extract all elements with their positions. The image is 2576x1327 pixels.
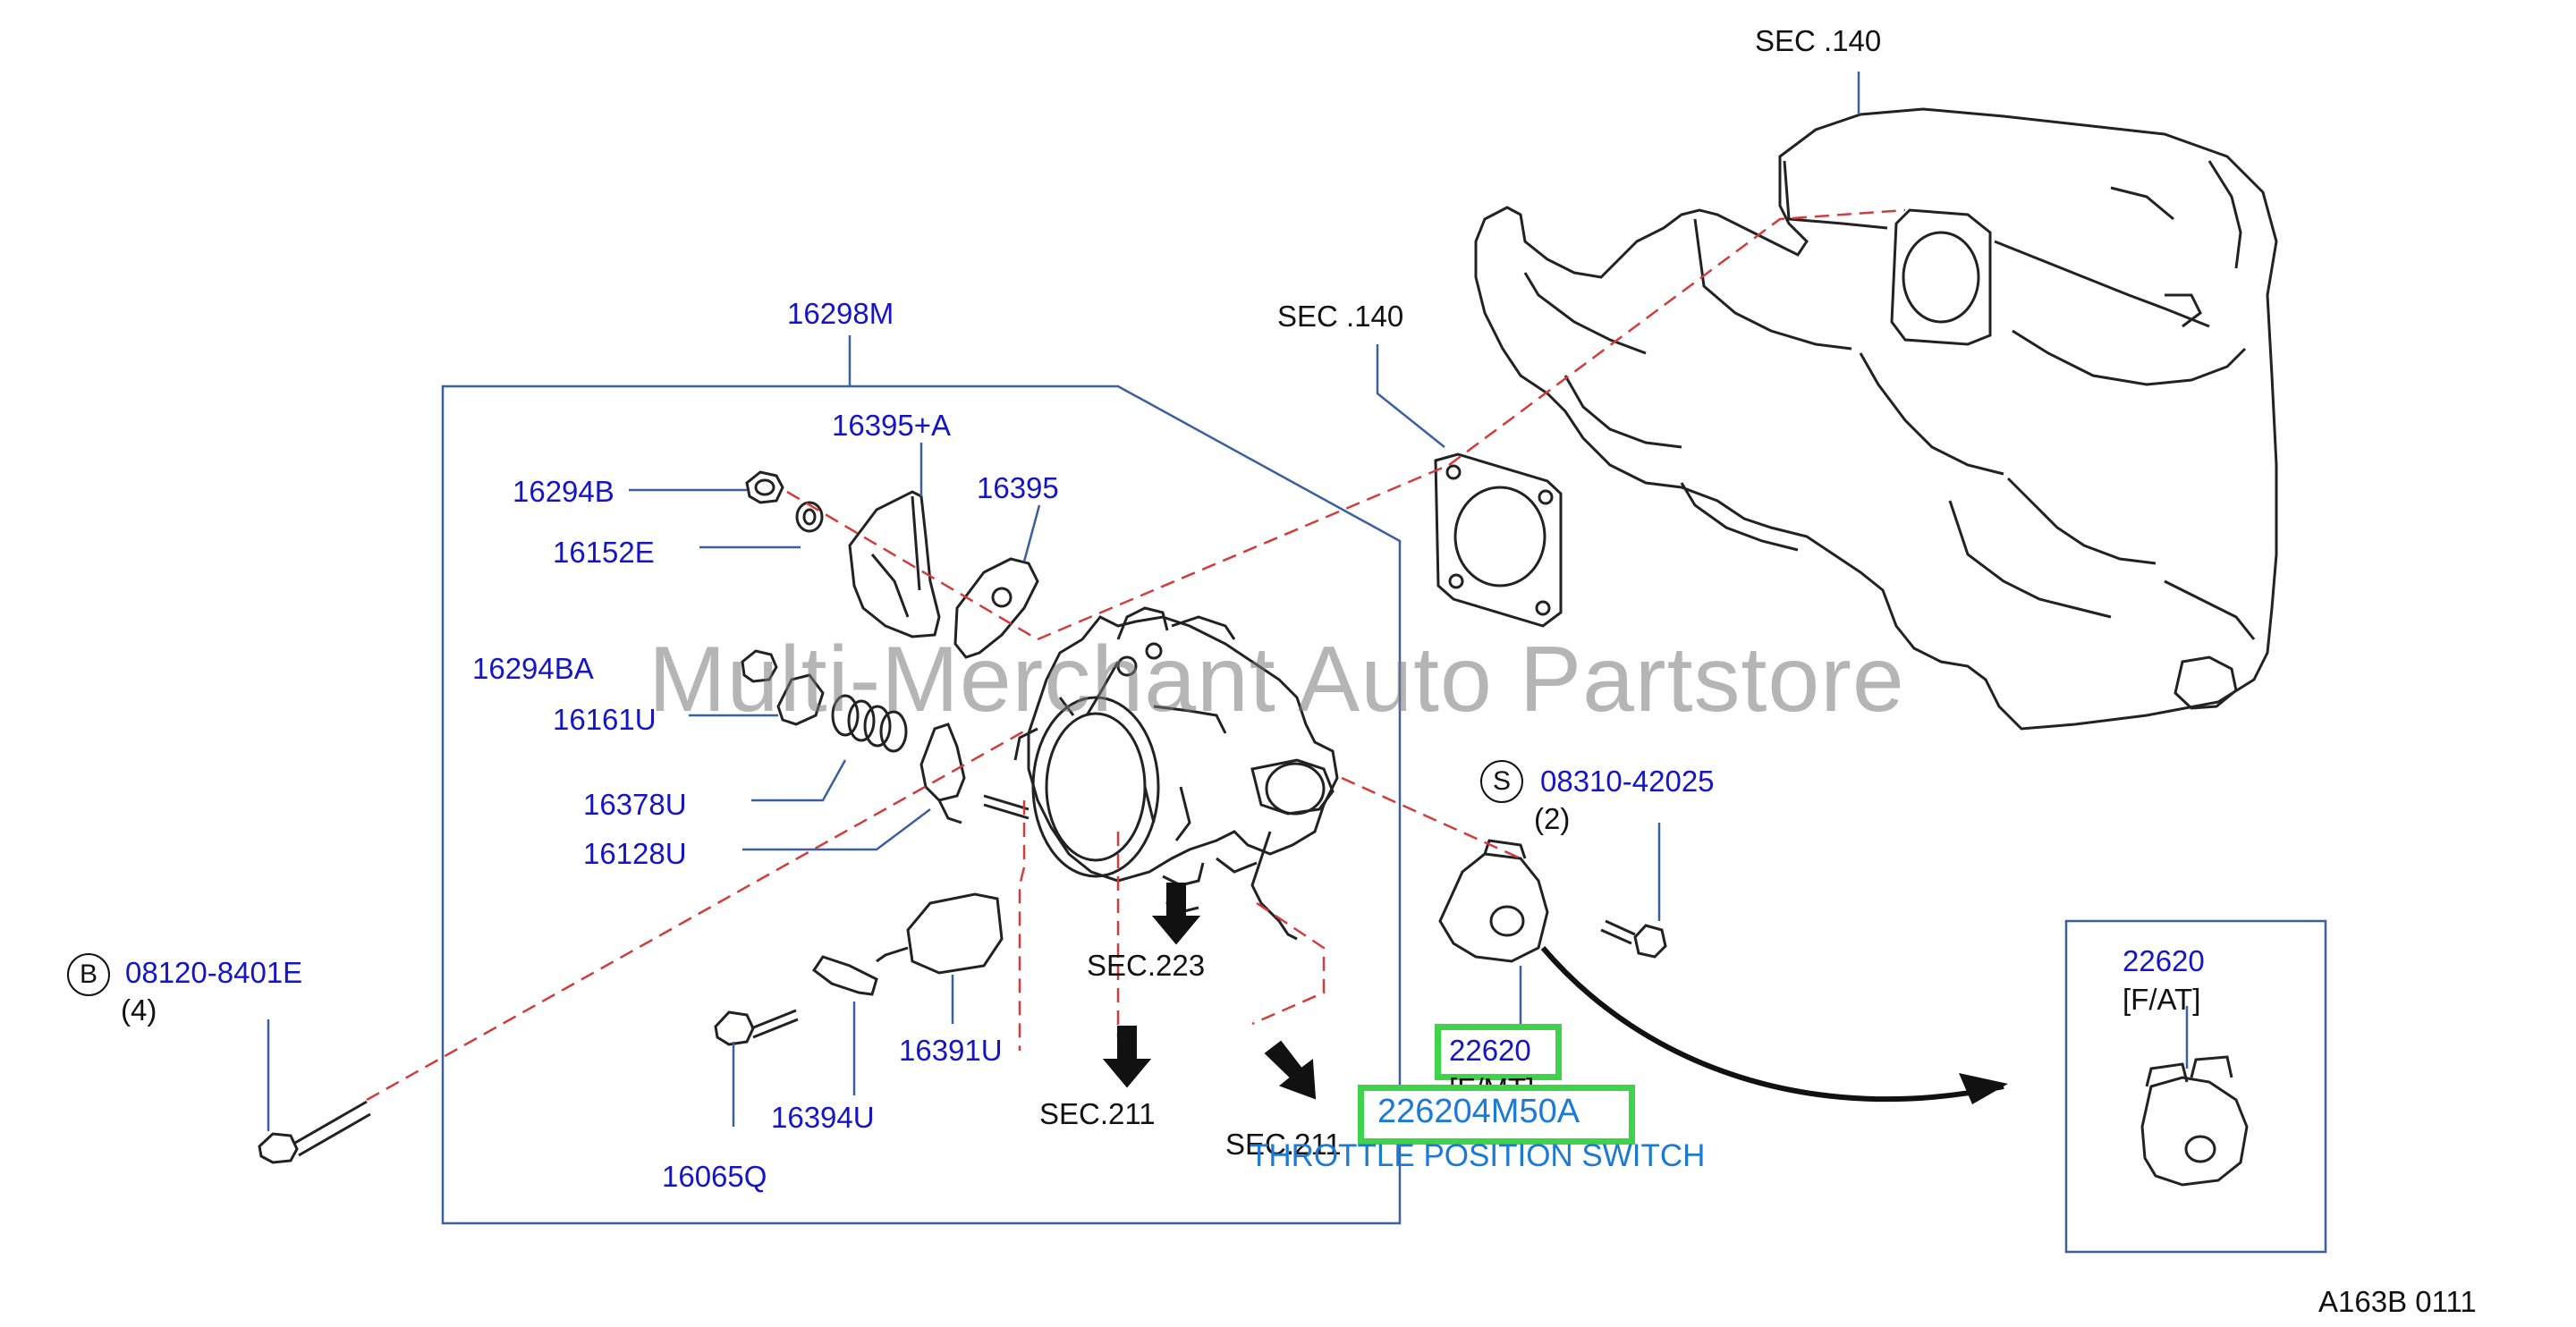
label-sec211-left[interactable]: SEC.211	[1039, 1097, 1156, 1130]
variant-fat: [F/AT]	[2123, 983, 2201, 1016]
throttle-gasket-illustration	[1434, 452, 1563, 628]
screw-s-quantity: (2)	[1534, 802, 1571, 835]
part-16394U[interactable]: 16394U	[771, 1101, 875, 1134]
bolt-b-quantity: (4)	[121, 993, 157, 1027]
highlight-22620-mt	[1435, 1024, 1562, 1080]
screw-s-marker: S	[1480, 760, 1523, 803]
assembly-frame	[441, 385, 2327, 1254]
label-sec223[interactable]: SEC.223	[1087, 949, 1206, 982]
part-08120-8401E[interactable]: 08120-8401E	[125, 956, 303, 989]
variant-arrow	[1540, 946, 2004, 1103]
callout-leaders	[267, 72, 2189, 1131]
label-sec211-right[interactable]: SEC.211	[1225, 1128, 1342, 1161]
part-22620-at[interactable]: 22620	[2123, 944, 2205, 977]
part-16161U[interactable]: 16161U	[553, 703, 657, 736]
part-22620-mt[interactable]: 22620	[1449, 1034, 1531, 1067]
part-16395[interactable]: 16395	[977, 471, 1059, 504]
label-sec140-top[interactable]: SEC .140	[1755, 24, 1882, 57]
watermark-text: Multi-Merchant Auto Partstore	[648, 628, 1905, 731]
part-08310-42025[interactable]: 08310-42025	[1540, 765, 1715, 798]
tps-description[interactable]: THROTTLE POSITION SWITCH	[1250, 1138, 1706, 1173]
part-16294B[interactable]: 16294B	[513, 475, 614, 508]
bolt-b-marker: B	[67, 953, 110, 996]
diagram-code: A163B 0111	[2318, 1285, 2477, 1318]
direction-arrows	[1102, 883, 1317, 1100]
small-parts-illustration	[258, 470, 2249, 1187]
part-226204M50A[interactable]: 226204M50A	[1377, 1093, 1580, 1130]
assembly-centerlines	[366, 208, 1906, 1102]
part-16065Q[interactable]: 16065Q	[662, 1160, 767, 1193]
throttle-body-illustration	[1013, 606, 1339, 941]
part-16152E[interactable]: 16152E	[553, 536, 655, 569]
part-16294BA[interactable]: 16294BA	[472, 652, 594, 685]
variant-arrow-head	[1959, 1073, 2008, 1104]
label-sec140-mid[interactable]: SEC .140	[1277, 300, 1404, 333]
highlight-226204M50A	[1358, 1085, 1635, 1145]
part-16391U[interactable]: 16391U	[899, 1034, 1003, 1067]
part-16298M[interactable]: 16298M	[787, 297, 894, 330]
part-16128U[interactable]: 16128U	[583, 837, 687, 870]
part-16378U[interactable]: 16378U	[583, 788, 687, 821]
part-16395A[interactable]: 16395+A	[832, 409, 952, 442]
intake-manifold-illustration	[1474, 107, 2278, 731]
